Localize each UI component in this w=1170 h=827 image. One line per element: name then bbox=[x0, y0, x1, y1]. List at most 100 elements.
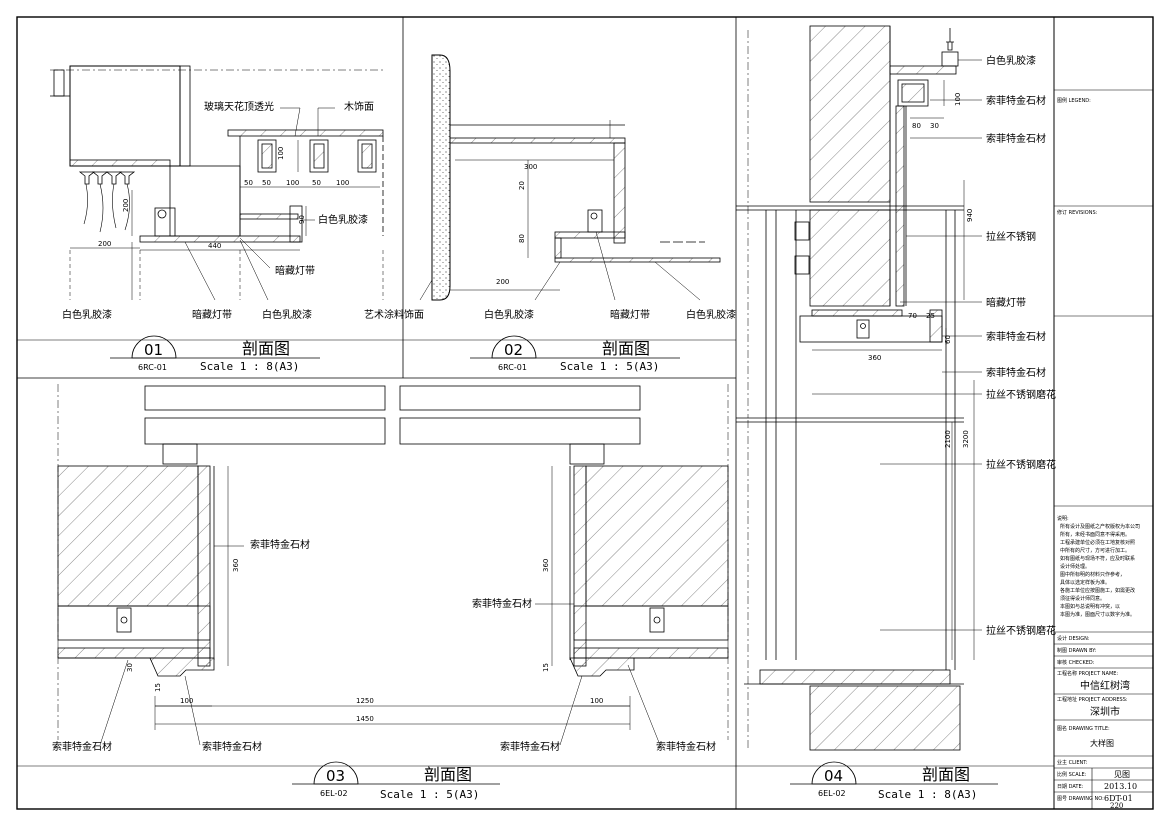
section-scale: Scale 1 : 5(A3) bbox=[560, 360, 659, 373]
dim-100: 100 bbox=[180, 697, 193, 705]
drawing-title-label: 图名 DRAWING TITLE: bbox=[1057, 725, 1110, 732]
section-01-labels: 玻璃天花顶透光 木饰面 白色乳胶漆 暗藏灯带 白色乳胶漆 暗藏灯带 白色乳胶漆 bbox=[62, 100, 374, 321]
section-04-drawing bbox=[736, 25, 982, 751]
dim-940: 940 bbox=[966, 209, 974, 222]
section-number: 02 bbox=[504, 341, 523, 359]
label-sofitel-gold-stone: 索菲特金石材 bbox=[52, 740, 112, 753]
dim-30: 30 bbox=[930, 122, 939, 130]
note-line: 如有图纸与现场不符，应及时联系 bbox=[1060, 555, 1135, 562]
drawing-number: 6DT-01 bbox=[1104, 794, 1133, 803]
dim-200: 200 bbox=[496, 278, 509, 286]
section-title: 剖面图 bbox=[922, 765, 970, 784]
section-02-labels: 艺术涂料饰面 白色乳胶漆 暗藏灯带 白色乳胶漆 bbox=[364, 308, 736, 321]
note-line: 各施工单位应按图施工，如需更改 bbox=[1060, 587, 1135, 594]
label-hidden-light-strip: 暗藏灯带 bbox=[986, 296, 1026, 309]
section-number: 01 bbox=[144, 341, 163, 359]
label-sofitel-gold-stone: 索菲特金石材 bbox=[472, 597, 532, 610]
note-line: 本图为准，图面尺寸以数字为准。 bbox=[1060, 611, 1135, 618]
label-white-latex-paint: 白色乳胶漆 bbox=[686, 308, 736, 321]
design-label: 设计 DESIGN: bbox=[1057, 635, 1090, 642]
dim-15: 15 bbox=[542, 663, 550, 672]
section-reference: 6RC-01 bbox=[498, 363, 527, 372]
section-01-dims: 100 50 50 100 50 100 200 200 440 90 bbox=[98, 147, 349, 250]
label-sofitel-gold-stone: 索菲特金石材 bbox=[986, 366, 1046, 379]
section-01-drawing bbox=[50, 65, 385, 301]
revisions-label: 修订 REVISIONS: bbox=[1057, 209, 1098, 216]
section-03-dims: 360 360 1250 1450 100 100 30 15 15 bbox=[126, 559, 603, 723]
section-03-drawing bbox=[57, 384, 729, 746]
date-label: 日期 DATE: bbox=[1057, 784, 1084, 790]
dim-100: 100 bbox=[286, 179, 299, 187]
label-brushed-stainless-steel-etched: 拉丝不锈钢磨花 bbox=[986, 388, 1056, 401]
label-sofitel-gold-stone: 索菲特金石材 bbox=[986, 94, 1046, 107]
section-02-title: 02 6RC-01 剖面图 Scale 1 : 5(A3) bbox=[498, 339, 659, 373]
scale-value: 见图 bbox=[1114, 770, 1130, 779]
scale-label: 比例 SCALE: bbox=[1057, 771, 1087, 778]
section-number: 04 bbox=[824, 767, 843, 785]
label-sofitel-gold-stone: 索菲特金石材 bbox=[202, 740, 262, 753]
note-line: 工程承建单位必须在工地复核对照 bbox=[1060, 539, 1135, 546]
note-line: 所有设计及图纸之产权版权为本公司 bbox=[1060, 523, 1140, 530]
dim-100: 100 bbox=[336, 179, 349, 187]
section-02-dims: 300 20 80 200 bbox=[496, 163, 537, 286]
dim-200-vertical: 200 bbox=[122, 199, 130, 212]
label-sofitel-gold-stone: 索菲特金石材 bbox=[500, 740, 560, 753]
dim-440: 440 bbox=[208, 242, 221, 250]
label-hidden-light-strip: 暗藏灯带 bbox=[192, 308, 232, 321]
dim-25: 25 bbox=[926, 312, 935, 320]
page-number: 220 bbox=[1110, 802, 1123, 810]
drawing-number-label: 图号 DRAWING NO: bbox=[1057, 796, 1104, 802]
dim-80: 80 bbox=[518, 234, 526, 243]
section-number: 03 bbox=[326, 767, 345, 785]
note-line: 设计师处理。 bbox=[1060, 563, 1090, 570]
dim-200: 200 bbox=[98, 240, 111, 248]
label-glass-ceiling: 玻璃天花顶透光 bbox=[204, 100, 274, 113]
dim-90: 90 bbox=[298, 215, 306, 224]
section-title: 剖面图 bbox=[424, 765, 472, 784]
note-line: 图中所标明的材料只作参考， bbox=[1060, 571, 1125, 578]
section-reference: 6EL-02 bbox=[818, 789, 846, 798]
section-reference: 6EL-02 bbox=[320, 789, 348, 798]
drawing-title: 大样图 bbox=[1090, 738, 1114, 748]
section-03-title: 03 6EL-02 剖面图 Scale 1 : 5(A3) bbox=[320, 765, 479, 801]
date-value: 2013.10 bbox=[1104, 782, 1137, 791]
project-name-label: 工程名称 PROJECT NAME: bbox=[1057, 670, 1118, 677]
legend-label: 图例 LEGEND: bbox=[1057, 97, 1091, 104]
label-white-latex-paint: 白色乳胶漆 bbox=[262, 308, 312, 321]
section-03-labels: 索菲特金石材 索菲特金石材 索菲特金石材 索菲特金石材 索菲特金石材 索菲特金石… bbox=[52, 538, 716, 753]
section-scale: Scale 1 : 8(A3) bbox=[200, 360, 299, 373]
section-scale: Scale 1 : 8(A3) bbox=[878, 788, 977, 801]
label-brushed-stainless-steel: 拉丝不锈钢 bbox=[986, 230, 1036, 243]
title-block bbox=[1054, 89, 1153, 809]
section-titles bbox=[110, 335, 998, 785]
label-sofitel-gold-stone: 索菲特金石材 bbox=[986, 330, 1046, 343]
section-04-dims: 100 80 30 940 70 25 60 360 2100 3200 bbox=[868, 93, 974, 448]
dim-50: 50 bbox=[262, 179, 271, 187]
label-white-latex-paint: 白色乳胶漆 bbox=[484, 308, 534, 321]
dim-360: 360 bbox=[868, 354, 881, 362]
drawn-label: 制图 DRAWN BY: bbox=[1057, 647, 1097, 654]
dim-20: 20 bbox=[518, 181, 526, 190]
dim-80: 80 bbox=[912, 122, 921, 130]
note-line: 本图如与总说明有冲突，以 bbox=[1060, 603, 1120, 610]
note-line: 须征得设计师同意。 bbox=[1060, 595, 1105, 602]
dim-50: 50 bbox=[312, 179, 321, 187]
label-art-paint-finish: 艺术涂料饰面 bbox=[364, 308, 424, 321]
label-sofitel-gold-stone: 索菲特金石材 bbox=[986, 132, 1046, 145]
dim-60: 60 bbox=[944, 335, 952, 344]
dim-70: 70 bbox=[908, 312, 917, 320]
label-sofitel-gold-stone: 索菲特金石材 bbox=[250, 538, 310, 551]
dim-1450: 1450 bbox=[356, 715, 374, 723]
label-white-latex-paint: 白色乳胶漆 bbox=[318, 213, 368, 226]
dim-2100: 2100 bbox=[944, 430, 952, 448]
label-brushed-stainless-steel-etched: 拉丝不锈钢磨花 bbox=[986, 624, 1056, 637]
label-white-latex-paint: 白色乳胶漆 bbox=[986, 54, 1036, 67]
label-brushed-stainless-steel-etched: 拉丝不锈钢磨花 bbox=[986, 458, 1056, 471]
section-02-drawing bbox=[419, 54, 721, 301]
sheet-frame bbox=[16, 16, 1154, 810]
dim-100: 100 bbox=[954, 93, 962, 106]
dim-3200: 3200 bbox=[962, 430, 970, 448]
checked-label: 审核 CHECKED: bbox=[1057, 659, 1095, 666]
project-address: 深圳市 bbox=[1090, 705, 1120, 718]
